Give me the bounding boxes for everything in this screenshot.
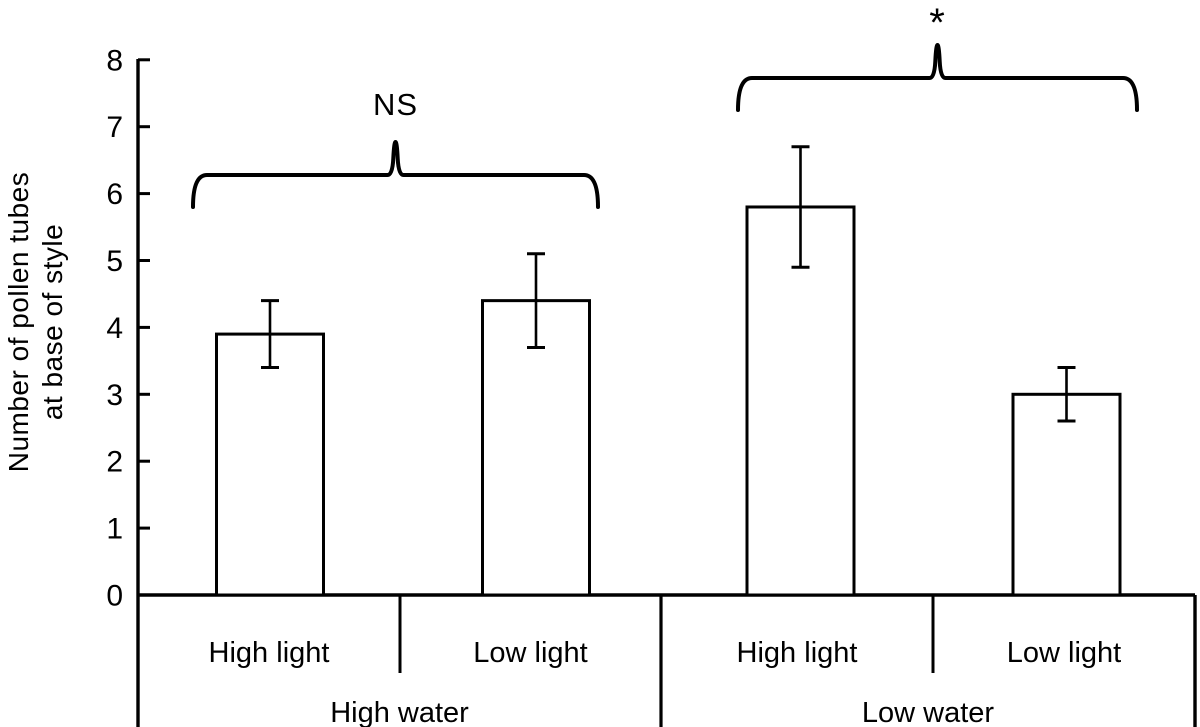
y-tick-label-5: 5	[106, 245, 123, 278]
bar-high-water-low-light	[481, 299, 591, 597]
y-axis-title-line-1: Number of pollen tubes	[3, 171, 34, 473]
water-label-low-water: Low water	[862, 697, 995, 727]
y-tick-label-8: 8	[106, 44, 123, 77]
y-tick-label-1: 1	[106, 513, 123, 546]
light-label-4: Low light	[1007, 637, 1121, 669]
y-tick-label-4: 4	[106, 312, 123, 345]
significance-brace--	[736, 43, 1139, 112]
bar-low-water-low-light	[1011, 392, 1122, 597]
significance-label--: *	[929, 1, 946, 45]
y-tick-label-2: 2	[106, 446, 123, 479]
bar-high-water-high-light	[215, 332, 325, 597]
light-label-2: Low light	[473, 637, 587, 669]
y-axis-title-line-2: at base of style	[37, 223, 68, 421]
significance-brace-ns	[191, 140, 600, 209]
bar-low-water-high-light	[745, 205, 856, 597]
y-axis-title: Number of pollen tubes at base of style	[2, 87, 70, 557]
water-label-high-water: High water	[330, 697, 469, 727]
y-tick-label-3: 3	[106, 379, 123, 412]
y-tick-label-6: 6	[106, 178, 123, 211]
light-label-1: High light	[209, 637, 330, 669]
y-tick-label-0: 0	[106, 580, 123, 613]
light-label-3: High light	[737, 637, 858, 669]
significance-label-ns: NS	[373, 87, 418, 122]
y-tick-label-7: 7	[106, 111, 123, 144]
